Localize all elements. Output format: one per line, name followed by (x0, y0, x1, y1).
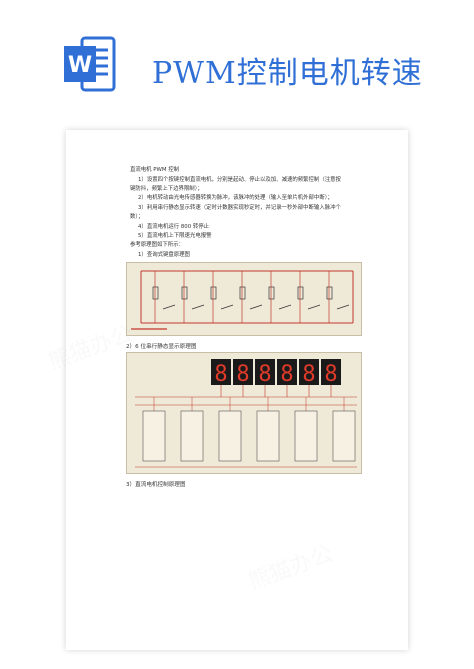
watermark: 熊猫办公 (45, 321, 137, 376)
watermark: 熊猫办公 (245, 541, 337, 596)
doc-line: 数）； (130, 214, 144, 220)
page-title: PWM控制电机转速 (152, 56, 423, 91)
caption-display-schematic: 2）6 位串行静态显示原理图 (126, 344, 197, 350)
display-digit: 8 (280, 362, 293, 387)
doc-heading: 直流电机 PWM 控制 (130, 167, 180, 173)
caption-motor-schematic: 3）直流电机控制原理图 (126, 482, 186, 488)
display-digit: 8 (258, 362, 271, 387)
resistor-array (152, 286, 333, 300)
svg-text:W: W (68, 53, 92, 78)
header-banner: W PWM控制电机转速 (0, 0, 474, 110)
display-digit: 8 (236, 362, 249, 387)
doc-line: 1）设置四个按键控制直流电机，分别是起动、停止以及加、减速的频繁控制（注意按 (138, 177, 341, 183)
shift-register-chips (142, 410, 356, 462)
display-digit: 8 (302, 362, 315, 387)
seven-segment-display-row: 8 8 8 8 8 8 (211, 359, 341, 387)
keyboard-schematic-drawing (131, 270, 354, 330)
display-digit: 8 (324, 362, 337, 387)
doc-line: 2）电机转动由光电传感器转换为脉冲，该脉冲的处理（输入至单片机外部中断）； (138, 195, 333, 201)
doc-line: 参考原理图如下所示： (130, 242, 184, 248)
doc-line: 5）直流电机上下限速光电报警 (138, 233, 212, 239)
display-digit: 8 (214, 362, 227, 387)
key-switches (162, 304, 350, 310)
doc-line: 4）直流电机运行 800 转停止 (138, 224, 210, 230)
display-schematic: 8 8 8 8 8 8 (126, 352, 362, 474)
doc-line: 3）利用串行静态显示转速（定时计数器实现秒定时，并记录一秒外部中断输入脉冲个 (138, 205, 341, 211)
display-schematic-drawing: 8 8 8 8 8 8 (135, 359, 357, 468)
document-page: 直流电机 PWM 控制 1）设置四个按键控制直流电机，分别是起动、停止以及加、减… (45, 130, 408, 650)
doc-line: 1）查询式键盘原理图 (138, 252, 190, 258)
doc-line: 键防抖，频繁上下边界限制）； (130, 186, 203, 192)
word-icon: W (64, 36, 116, 92)
keyboard-schematic (126, 262, 362, 336)
